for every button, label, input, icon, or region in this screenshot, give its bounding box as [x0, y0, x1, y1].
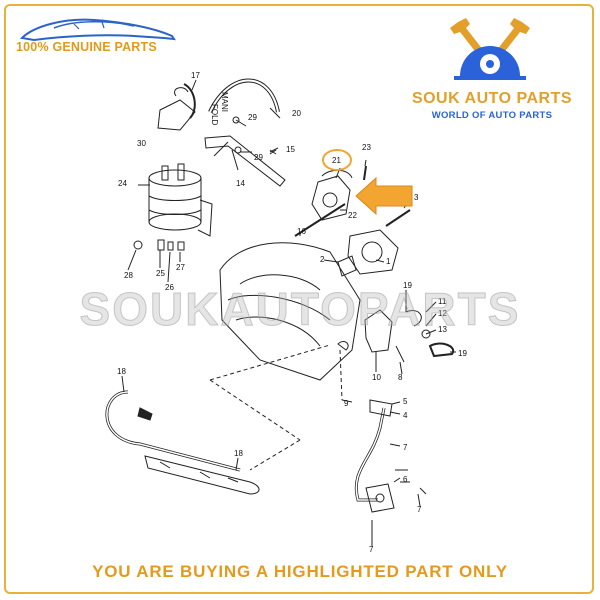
souk-logo — [440, 14, 540, 84]
callout: 15 — [286, 145, 295, 154]
highlight-circle-icon — [322, 149, 352, 171]
callout: 13 — [438, 325, 447, 334]
callout: 4 — [403, 411, 408, 420]
callout: 29 — [248, 113, 257, 122]
callout: 24 — [118, 179, 127, 188]
callout: 9 — [344, 399, 349, 408]
callout: 30 — [137, 139, 146, 148]
brand-tagline: WORLD OF AUTO PARTS — [431, 110, 553, 121]
callout: 5 — [403, 397, 408, 406]
page-frame — [4, 4, 594, 594]
callout: 18 — [117, 367, 126, 376]
callout: 6 — [403, 475, 408, 484]
callout: MANI — [220, 92, 229, 112]
footer-notice: YOU ARE BUYING A HIGHLIGHTED PART ONLY — [92, 562, 508, 581]
bracket-30 — [157, 99, 196, 131]
callout: 20 — [292, 109, 301, 118]
callout: 2 — [320, 255, 325, 264]
part-21-valve — [311, 175, 351, 221]
callout: 7 — [403, 443, 408, 452]
wrench-wheel-icon — [450, 18, 530, 80]
callout: 21 — [332, 156, 341, 165]
callout: 11 — [438, 297, 447, 306]
callout: 16 — [297, 227, 306, 236]
callout: 10 — [372, 373, 381, 382]
callout: FOLD — [210, 104, 219, 126]
callout: 18 — [234, 449, 243, 458]
callout: 3 — [414, 193, 419, 202]
callout: 7 — [369, 545, 374, 554]
genuine-parts-label: 100% GENUINE PARTS — [16, 40, 157, 54]
callout: 17 — [191, 71, 200, 80]
callout: 27 — [176, 263, 185, 272]
callout: 12 — [438, 309, 447, 318]
callout: 28 — [124, 271, 133, 280]
callout: 29 — [254, 153, 263, 162]
highlight-arrow-icon — [355, 176, 413, 216]
callout: 23 — [362, 143, 371, 152]
callout: 25 — [156, 269, 165, 278]
callout: 26 — [165, 283, 174, 292]
callout: 19 — [458, 349, 467, 358]
callout: 22 — [348, 211, 357, 220]
callout: 7 — [417, 505, 422, 514]
callout: 1 — [386, 257, 391, 266]
car-silhouette-icon — [19, 18, 177, 42]
callout: 14 — [236, 179, 245, 188]
car-logo — [14, 12, 184, 68]
brand-name: SOUK AUTO PARTS — [411, 90, 573, 107]
brand-block: SOUK AUTO PARTS WORLD OF AUTO PARTS — [402, 14, 582, 124]
callout: 19 — [403, 281, 412, 290]
callout: 8 — [398, 373, 403, 382]
